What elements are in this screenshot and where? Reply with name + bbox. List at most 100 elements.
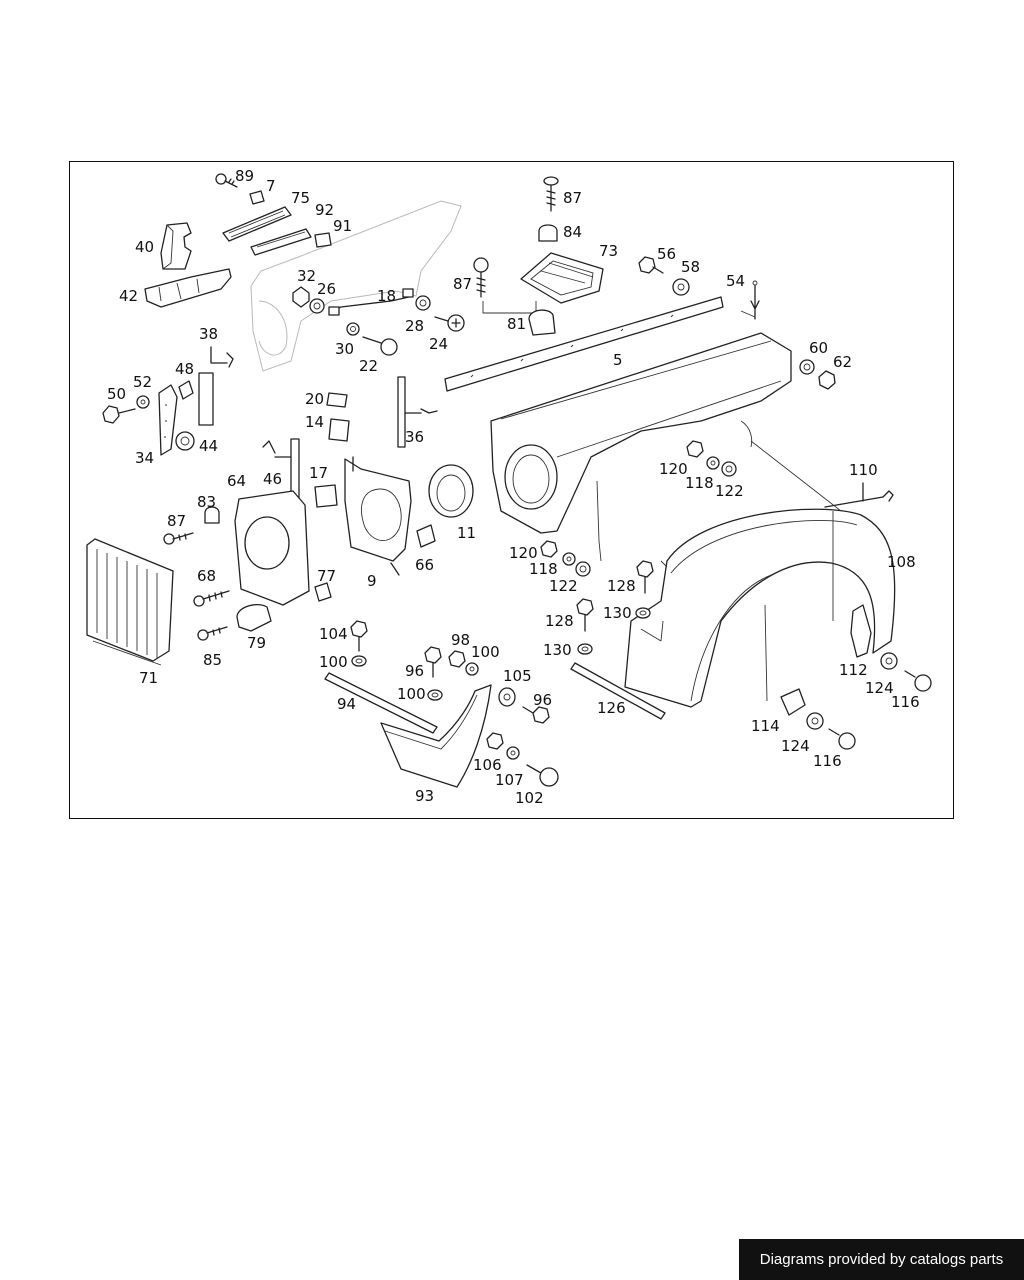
part-label: 128: [607, 577, 636, 595]
part-label: 130: [603, 604, 632, 622]
part-label: 79: [247, 634, 266, 652]
trim-part-38: [198, 346, 234, 426]
part-label: 56: [657, 245, 676, 263]
bolt-part-96-right: [522, 706, 550, 724]
washer-part-122-lower: [575, 561, 591, 577]
part-label: 106: [473, 756, 502, 774]
bolt-part-116-lower: [828, 728, 856, 750]
part-label: 104: [319, 625, 348, 643]
trim-strip-part-75: [222, 206, 292, 242]
trim-part-36: [397, 376, 438, 448]
washer-part-118-lower: [562, 552, 576, 566]
part-label: 9: [367, 572, 377, 590]
grommet-part-44: [175, 431, 195, 451]
washer-part-130-left: [577, 643, 593, 655]
screw-part-68: [193, 590, 230, 607]
washer-part-107: [506, 746, 520, 760]
bolt-part-96-left: [424, 646, 442, 678]
ring-part-11: [428, 464, 474, 518]
part-label: 73: [599, 242, 618, 260]
washer-part-28: [415, 295, 431, 311]
part-label: 107: [495, 771, 524, 789]
washer-part-30: [346, 322, 360, 336]
part-label: 18: [377, 287, 396, 305]
part-label: 42: [119, 287, 138, 305]
part-label: 100: [397, 685, 426, 703]
part-label: 118: [685, 474, 714, 492]
part-label: 126: [597, 699, 626, 717]
part-label: 46: [263, 470, 282, 488]
part-label: 54: [726, 272, 745, 290]
part-label: 108: [887, 553, 916, 571]
rod-part-110: [824, 482, 894, 508]
part-label: 130: [543, 641, 572, 659]
part-label: 124: [865, 679, 894, 697]
part-label: 28: [405, 317, 424, 335]
strip-part-126: [570, 662, 666, 720]
part-label: 20: [305, 390, 324, 408]
washer-part-52: [136, 395, 150, 409]
clip-part-20: [326, 392, 348, 408]
trim-strip-part-92: [250, 228, 312, 256]
part-label: 96: [405, 662, 424, 680]
screw-part-89: [215, 173, 238, 188]
lamp-frame-part-73: [520, 252, 604, 304]
headlamp-housing-part-64: [234, 490, 310, 606]
part-label: 114: [751, 717, 780, 735]
plate-part-14: [328, 418, 350, 442]
bolt-part-128-right: [636, 560, 654, 594]
nut-part-120-upper: [686, 440, 704, 458]
washer-part-100-left: [351, 655, 367, 667]
credit-banner: Diagrams provided by catalogs parts: [739, 1239, 1024, 1280]
part-label: 36: [405, 428, 424, 446]
part-label: 26: [317, 280, 336, 298]
nut-part-62: [818, 370, 836, 390]
part-label: 17: [309, 464, 328, 482]
part-label: 38: [199, 325, 218, 343]
nut-part-32: [292, 286, 310, 308]
screw-part-85: [197, 626, 228, 641]
part-label: 94: [337, 695, 356, 713]
clip-part-84: [538, 224, 558, 242]
nut-part-98: [448, 650, 466, 668]
rod-part-18: [328, 288, 414, 316]
clip-part-66: [416, 524, 436, 548]
part-label: 83: [197, 493, 216, 511]
clip-part-83: [204, 506, 220, 524]
fender-flare-part-108: [624, 508, 896, 708]
part-label: 91: [333, 217, 352, 235]
bolt-part-116-right: [904, 670, 932, 692]
part-label: 7: [266, 177, 276, 195]
part-label: 116: [813, 752, 842, 770]
part-label: 81: [507, 315, 526, 333]
part-label: 87: [453, 275, 472, 293]
bracket-part-112: [850, 604, 872, 658]
part-label: 48: [175, 360, 194, 378]
washer-part-105: [498, 687, 516, 707]
clip-part-79: [236, 603, 272, 632]
pin-part-54: [750, 280, 760, 320]
part-label: 102: [515, 789, 544, 807]
rail-strip-part-5: [444, 296, 724, 392]
part-label: 87: [167, 512, 186, 530]
credit-text: Diagrams provided by catalogs parts: [759, 1251, 1004, 1268]
nut-part-106: [486, 732, 504, 750]
part-label: 58: [681, 258, 700, 276]
part-label: 52: [133, 373, 152, 391]
part-label: 116: [891, 693, 920, 711]
clip-part-91: [314, 232, 332, 248]
part-label: 112: [839, 661, 868, 679]
part-label: 71: [139, 669, 158, 687]
part-label: 75: [291, 189, 310, 207]
body-panel-outline: [250, 200, 462, 372]
washer-part-124-lower: [806, 712, 824, 730]
clip-part-7: [249, 190, 265, 205]
part-label: 84: [563, 223, 582, 241]
part-label: 60: [809, 339, 828, 357]
bolt-part-102: [526, 764, 559, 787]
fender-housing-part: [490, 332, 792, 534]
bolt-part-22: [362, 336, 398, 356]
nut-part-120-lower: [540, 540, 558, 558]
part-label: 32: [297, 267, 316, 285]
part-label: 96: [533, 691, 552, 709]
